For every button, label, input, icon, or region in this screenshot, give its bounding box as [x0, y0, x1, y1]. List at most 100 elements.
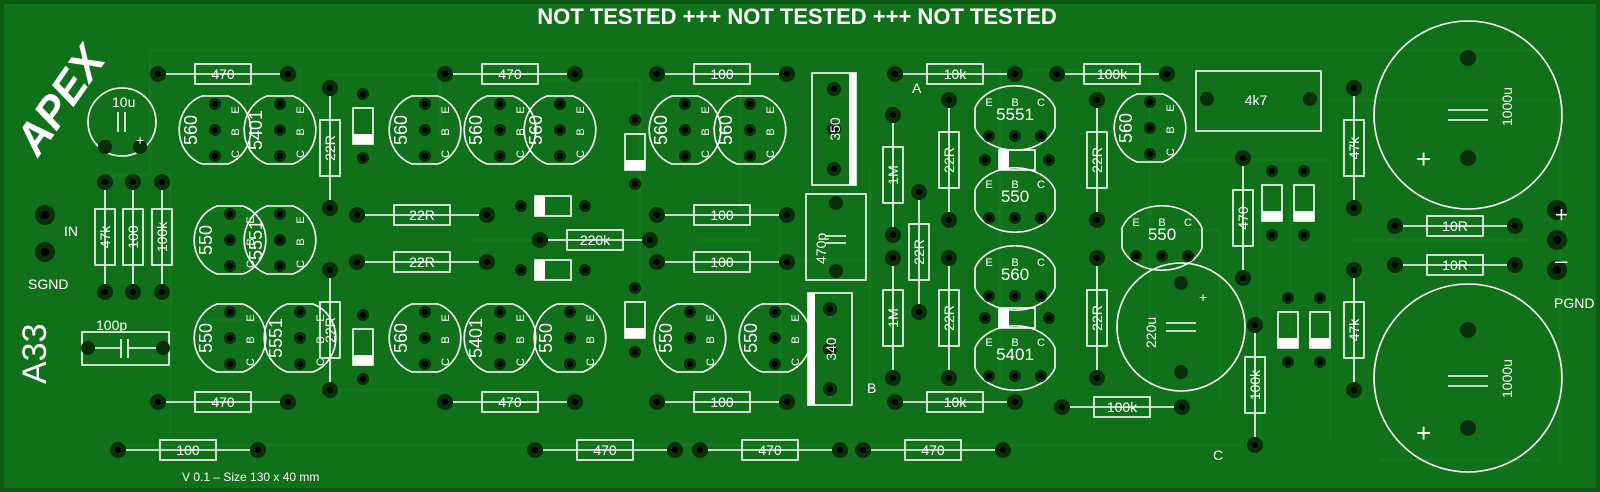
cap-470p: 470p: [805, 193, 867, 281]
pin-letter: C: [295, 260, 307, 268]
resistor-v: 47k: [1343, 80, 1365, 216]
cap-1000u-top: 1000u +: [1373, 20, 1563, 210]
resistor-v-label: 1M: [885, 165, 901, 184]
power-transistor-label: 340: [823, 337, 839, 361]
resistor-h-label: 100: [710, 207, 734, 223]
resistor-v: 22R: [938, 92, 960, 228]
pin-letter: B: [1158, 217, 1165, 229]
resistor-v-label: 22R: [1089, 147, 1105, 173]
diode: [624, 282, 646, 358]
cap-10u-polarity: +: [136, 132, 144, 148]
resistor-v: 470: [1232, 150, 1254, 286]
cap-1000u-top-label: 1000u: [1499, 87, 1515, 126]
pin-letter: E: [515, 106, 527, 113]
resistor-v: 22R: [319, 80, 341, 216]
transistor-label: 5551: [996, 105, 1034, 124]
pin-letter: C: [245, 358, 257, 366]
resistor-h-label: 100: [710, 254, 734, 270]
pin-letter: B: [515, 336, 527, 343]
resistor-h: 10k: [887, 391, 1023, 413]
pin-letter: B: [765, 128, 777, 135]
resistor-v: 1M: [882, 250, 904, 386]
power-transistor: 350: [811, 72, 857, 186]
pin-letter: B: [230, 128, 242, 135]
resistor-h: 22R: [349, 204, 495, 226]
resistor-h: 100k: [1054, 396, 1190, 418]
in-label: IN: [64, 223, 78, 239]
diodes: [352, 88, 1331, 385]
pin-letter: B: [1011, 179, 1018, 191]
pin-letter: B: [295, 128, 307, 135]
pin-letter: B: [315, 336, 327, 343]
transistor-label: 550: [741, 323, 761, 353]
resistor-v: 100k: [1244, 317, 1266, 453]
resistor-h-label: 10R: [1442, 218, 1468, 234]
power-connector: + – PGND: [1547, 200, 1594, 311]
transistor-label: 560: [651, 115, 671, 145]
pin-letter: E: [700, 106, 712, 113]
resistor-v: 47k: [1343, 262, 1365, 398]
resistor-h-label: 470: [211, 394, 235, 410]
pin-letter: E: [790, 314, 802, 321]
resistor-v: 100: [122, 174, 144, 300]
pin-letter: C: [230, 150, 242, 158]
transistor-label: 550: [1148, 225, 1176, 244]
transistor-label: 5401: [996, 345, 1034, 364]
transistor-label: 560: [391, 115, 411, 145]
cap-470p-label: 470p: [813, 233, 829, 264]
resistor-v-label: 470: [1235, 206, 1251, 230]
transistor-label: 560: [181, 115, 201, 145]
transistor-label: 550: [1001, 187, 1029, 206]
diode: [1261, 165, 1283, 241]
power-transistors: 350 340: [807, 72, 857, 406]
diode: [352, 88, 374, 164]
resistor-v: 22R: [1086, 92, 1108, 228]
cap-1000u-top-polarity: +: [1416, 144, 1431, 174]
pin-letter: C: [790, 358, 802, 366]
resistor-h: 470: [437, 63, 583, 85]
resistor-v: 22R: [908, 184, 930, 320]
cap-220u-label: 220u: [1143, 317, 1159, 348]
transistor-label: 560: [1116, 113, 1136, 143]
pin-letter: C: [245, 260, 257, 268]
transistor-label: 560: [716, 115, 736, 145]
pin-letter: C: [440, 358, 452, 366]
pin-letter: C: [515, 150, 527, 158]
transistor-label: 550: [536, 323, 556, 353]
cap-10u-label: 10u: [112, 94, 135, 110]
power-transistor: 340: [807, 292, 853, 406]
cap-1000u-bottom-label: 1000u: [1499, 359, 1515, 398]
resistor-h: 470: [150, 63, 296, 85]
resistor-v: 47k: [94, 174, 116, 300]
pin-letter: C: [1165, 148, 1177, 156]
transistor-label: 560: [1001, 265, 1029, 284]
pin-letter: C: [295, 150, 307, 158]
node-a-label: A: [912, 80, 922, 96]
resistor-v-label: 22R: [911, 239, 927, 265]
resistor-h: 10R: [1387, 254, 1523, 276]
diode: [979, 149, 1055, 171]
pin-letter: E: [245, 314, 257, 321]
node-b-label: B: [867, 380, 876, 396]
resistor-v-label: 1M: [885, 308, 901, 327]
version-label: V 0.1 – Size 130 x 40 mm: [182, 470, 319, 484]
resistor-h: 470: [692, 439, 848, 461]
pin-letter: B: [1165, 126, 1177, 133]
component-4k7: 4k7: [1195, 70, 1322, 132]
diode: [624, 114, 646, 190]
pin-letter: C: [1037, 97, 1045, 109]
resistor-v-label: 22R: [322, 135, 338, 161]
pin-letter: B: [1011, 257, 1018, 269]
pin-letter: C: [705, 358, 717, 366]
